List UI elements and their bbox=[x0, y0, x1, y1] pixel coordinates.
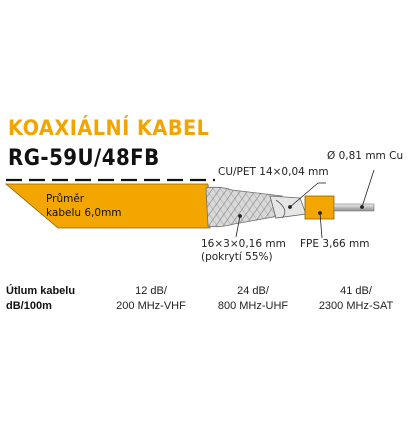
attenuation-freq: 800 MHz-UHF bbox=[217, 300, 289, 312]
dielectric-label: FPE 3,66 mm bbox=[300, 238, 370, 250]
conductor-label: Ø 0,81 mm Cu bbox=[327, 150, 404, 162]
cable-dielectric bbox=[304, 195, 335, 220]
attenuation-freq: 2300 MHz-SAT bbox=[318, 300, 394, 312]
attenuation-value-uhf: 24 dB/ 800 MHz-UHF bbox=[198, 284, 308, 314]
attenuation-value-sat: 41 dB/ 2300 MHz-SAT bbox=[298, 284, 414, 314]
leader-lines bbox=[235, 169, 375, 239]
attenuation-header-line2: dB/100m bbox=[6, 300, 52, 312]
attenuation-value-vhf: 12 dB/ 200 MHz-VHF bbox=[96, 284, 206, 314]
cable-braid bbox=[205, 186, 291, 228]
attenuation-db: 12 dB/ bbox=[135, 285, 167, 297]
title-product-type: KOAXIÁLNÍ KABEL bbox=[8, 116, 210, 140]
cable-conductor bbox=[333, 203, 375, 212]
cable-jacket bbox=[4, 183, 211, 229]
braid-label-line1: 16×3×0,16 mm bbox=[201, 238, 286, 250]
attenuation-db: 24 dB/ bbox=[237, 285, 269, 297]
cable-foil-edge bbox=[275, 199, 286, 219]
jacket-label-line1: Průměr bbox=[46, 193, 85, 205]
foil-label: CU/PET 14×0,04 mm bbox=[218, 166, 329, 178]
attenuation-header-line1: Útlum kabelu bbox=[6, 285, 76, 297]
jacket-label-line2: kabelu 6,0mm bbox=[46, 207, 122, 219]
attenuation-header: Útlum kabelu dB/100m bbox=[6, 284, 75, 314]
attenuation-db: 41 dB/ bbox=[340, 285, 372, 297]
cable-foil bbox=[269, 195, 307, 219]
attenuation-freq: 200 MHz-VHF bbox=[116, 300, 186, 312]
braid-label-line2: (pokrytí 55%) bbox=[201, 251, 273, 263]
braid-label: 16×3×0,16 mm (pokrytí 55%) bbox=[201, 238, 286, 264]
title-model: RG-59U/48FB bbox=[8, 146, 160, 171]
jacket-diameter-label: Průměr kabelu 6,0mm bbox=[46, 192, 122, 220]
